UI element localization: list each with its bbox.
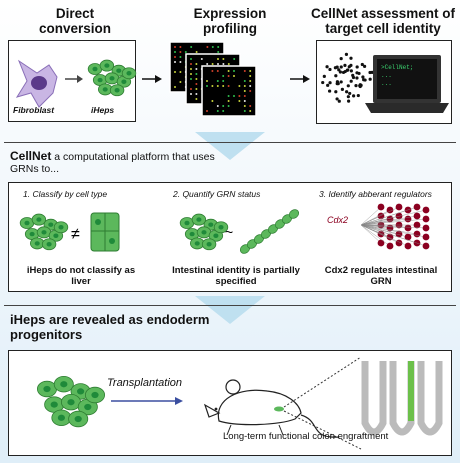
cellnet-name: CellNet: [10, 149, 52, 163]
iheps-cluster-icon: [36, 376, 106, 428]
right-arrow-icon: [142, 75, 162, 83]
transplant-illustration: [36, 356, 443, 450]
cellnet-intro: CellNet a computational platform that us…: [10, 150, 230, 175]
terminal-line-3: ...: [381, 80, 392, 87]
cellnet-steps-box: 1. Classify by cell type 2. Quantify GRN…: [8, 182, 452, 292]
microarray-stack-icon: [169, 41, 257, 117]
col2-title: Expression profiling: [193, 6, 267, 36]
transplant-box: Transplantation Long-term functional col…: [8, 350, 452, 456]
col3-title: CellNet assessment of target cell identi…: [310, 6, 456, 36]
step-1-caption: iHeps do not classify as liver: [26, 265, 136, 287]
laptop-network-icon: >CellNet; ... ...: [321, 52, 449, 113]
tilde-symbol: ~: [225, 224, 233, 240]
regulator-label: Cdx2: [327, 215, 348, 225]
steps-illustration: ≠ ~ Cdx2: [19, 203, 430, 254]
result-heading: iHeps are revealed as endoderm progenito…: [10, 312, 210, 342]
col1-title: Direct conversion: [38, 6, 112, 36]
iheps-label: iHeps: [91, 105, 115, 115]
conversion-illustration: [15, 59, 137, 108]
right-arrow-icon: [290, 75, 310, 83]
down-chevron-icon: [195, 132, 265, 160]
section-divider: [4, 142, 456, 143]
fibroblast-cell-icon: [15, 59, 58, 108]
transplant-label: Transplantation: [107, 377, 183, 389]
not-equal-symbol: ≠: [71, 226, 80, 243]
iheps-cluster-icon: [19, 213, 69, 251]
regulator-network-icon: [360, 203, 430, 250]
section-divider: [4, 305, 456, 306]
step-2-title: 2. Quantify GRN status: [173, 189, 261, 199]
colon-crypts-icon: [361, 361, 443, 436]
direct-conversion-box: Fibroblast iHeps: [8, 40, 137, 122]
cellnet-description: a computational platform that uses GRNs …: [10, 151, 215, 175]
down-chevron-icon: [195, 296, 265, 324]
mouse-icon: [203, 379, 340, 438]
terminal-line-1: >CellNet;: [381, 64, 413, 71]
liver-tissue-icon: [90, 212, 120, 252]
cellnet-assessment-box: >CellNet; ... ...: [316, 40, 452, 124]
transplant-arrow-icon: [111, 397, 183, 405]
step-3-title: 3. Identify abberant regulators: [319, 189, 432, 199]
fibroblast-label: Fibroblast: [13, 105, 55, 115]
step-3-caption: Cdx2 regulates intestinal GRN: [324, 265, 438, 287]
iheps-cluster-icon: [87, 59, 137, 97]
zoom-lines-icon: [283, 356, 362, 450]
intestinal-epithelium-icon: [239, 209, 300, 254]
step-1-title: 1. Classify by cell type: [23, 189, 108, 199]
iheps-cluster-icon: [179, 213, 229, 251]
step-2-caption: Intestinal identity is partially specifi…: [172, 265, 300, 287]
engraftment-caption: Long-term functional colon engraftment: [223, 431, 389, 442]
terminal-line-2: ...: [381, 72, 392, 79]
conversion-arrow-icon: [65, 75, 83, 83]
